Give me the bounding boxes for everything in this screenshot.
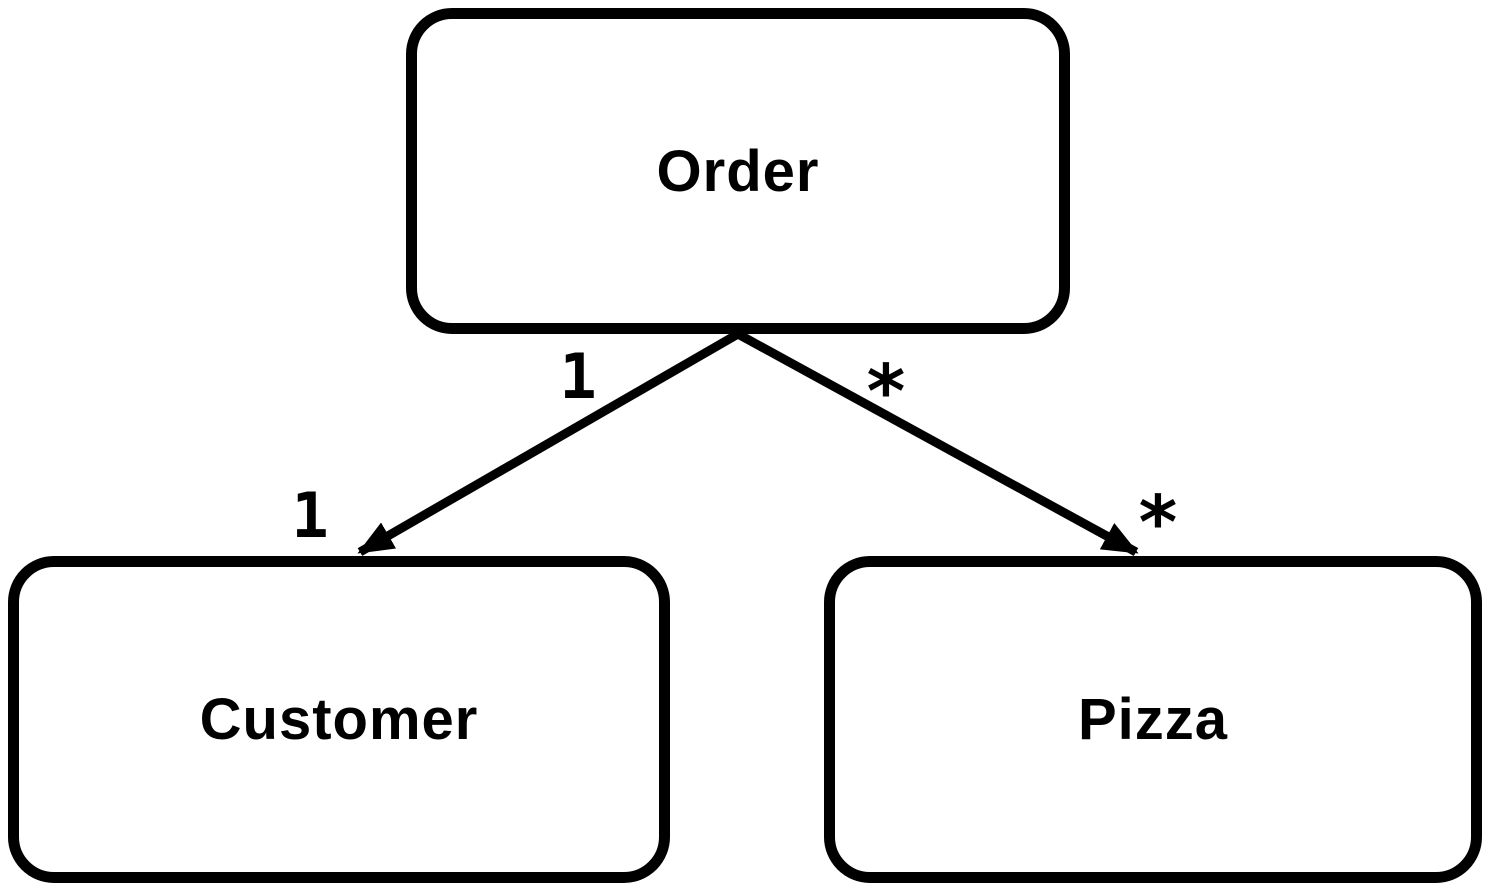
- association-line-order-pizza: [735, 330, 1139, 556]
- multiplicity-order-customer-target: 1: [291, 479, 329, 552]
- multiplicity-order-customer-source: 1: [559, 340, 597, 413]
- node-order-label: Order: [656, 138, 820, 204]
- multiplicity-order-pizza-target: *: [1135, 480, 1181, 566]
- association-line-order-customer: [357, 330, 741, 556]
- node-pizza: Pizza: [824, 556, 1482, 883]
- node-customer-label: Customer: [199, 687, 479, 752]
- node-customer: Customer: [8, 556, 670, 883]
- multiplicity-order-pizza-source: *: [863, 349, 909, 435]
- node-pizza-label: Pizza: [1077, 687, 1229, 752]
- node-order: Order: [406, 8, 1070, 334]
